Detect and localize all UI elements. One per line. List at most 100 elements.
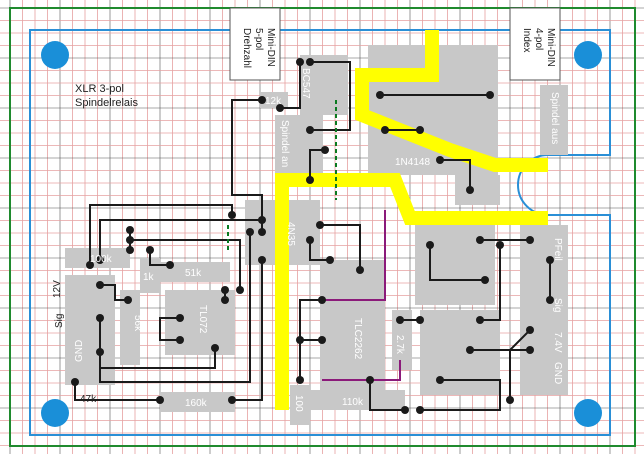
solder-point [481,276,489,284]
label-pfeil: PFeil [552,238,563,261]
solder-point [71,378,79,386]
power-trace-lower [275,173,548,410]
solder-point [526,326,534,334]
trace [309,149,325,180]
solder-point [146,246,154,254]
component-pads [65,45,568,425]
solder-point [96,281,104,289]
board-outline [9,7,636,447]
label-xlr: XLR 3-pol [75,83,124,95]
label-100k: 100k [90,254,113,265]
trace [159,317,180,341]
mini-din-4-connector [509,7,561,81]
resistor-2k7-pad [392,310,412,370]
label-din5-1: Mini-DIN [265,28,276,67]
power-traces [275,30,548,410]
solder-point [236,286,244,294]
sensor-terminal-pad [65,275,115,385]
solder-point [396,316,404,324]
solder-point [96,256,104,264]
solder-point [221,296,229,304]
solder-point [258,228,266,236]
solder-point [326,256,334,264]
terminal-lower-pad [420,310,500,395]
solder-point [318,296,326,304]
label-xlr-sub: Spindelrelais [75,97,138,109]
resistor-51k-pad [160,262,230,282]
solder-point [86,261,94,269]
solder-point [258,256,266,264]
lm2902-pad [320,260,385,390]
solder-point [416,406,424,414]
solder-point [156,396,164,404]
solder-point [426,241,434,249]
trace [99,219,262,260]
solder-point [126,226,134,234]
solder-point [306,176,314,184]
trace [509,329,531,400]
mounting-hole-top-right [574,41,602,69]
label-12k: 12k [265,96,282,107]
power-trace-upper [355,30,548,172]
resistor-110k-pad [305,390,405,410]
label-110k: 110k [342,397,364,408]
label-bc547: BC547 [300,68,311,99]
solder-point [476,236,484,244]
trace [299,299,322,380]
solder-point [381,126,389,134]
solder-point [211,344,219,352]
trace [130,239,241,290]
diode-pad [385,150,440,170]
label-1n4148: 1N4148 [395,157,430,168]
solder-point [526,346,534,354]
label-din4-2: 4-pol [533,28,544,50]
solder-point [221,286,229,294]
resistor-1k-pad [140,258,160,293]
solder-point [316,221,324,229]
solder-point [321,146,329,154]
mounting-hole-top-left [41,41,69,69]
solder-point [296,58,304,66]
trace [440,159,471,190]
label-2k7: 2.7k [394,335,405,355]
label-din4-1: Mini-DIN [545,28,556,67]
trace [480,245,501,321]
solder-point [296,336,304,344]
terminal-block-pad [415,225,495,305]
trace [232,260,263,401]
solder-point [466,346,474,354]
label-1k: 1k [143,272,155,283]
solder-point [276,104,284,112]
jumper-wire [322,360,401,381]
trace [231,99,263,232]
resistor-100-pad [290,385,310,425]
label-100: 100 [293,395,304,412]
trace [420,379,501,411]
trace [280,62,301,109]
solder-point [496,241,504,249]
solder-point [376,91,384,99]
output-terminal-pad [520,225,568,395]
solder-point [476,316,484,324]
solder-point [526,236,534,244]
trace [429,245,485,281]
solder-point [258,216,266,224]
label-4n35: 4N35 [285,222,296,246]
mounting-hole-bottom-left [41,399,69,427]
spindel-an-pad [275,115,323,175]
solder-point [126,246,134,254]
solder-points [71,58,554,414]
mini-din-5-connector [229,7,281,81]
trace [309,240,330,261]
label-12v: 12V [52,280,63,298]
solder-point [258,96,266,104]
jumper-wires [322,210,401,381]
jumper-wire [322,210,386,301]
solder-point [486,91,494,99]
solder-point [228,396,236,404]
label-spindel-aus: Spindel aus [549,92,560,144]
solder-point [416,126,424,134]
solder-point [306,126,314,134]
signal-traces [74,61,551,411]
